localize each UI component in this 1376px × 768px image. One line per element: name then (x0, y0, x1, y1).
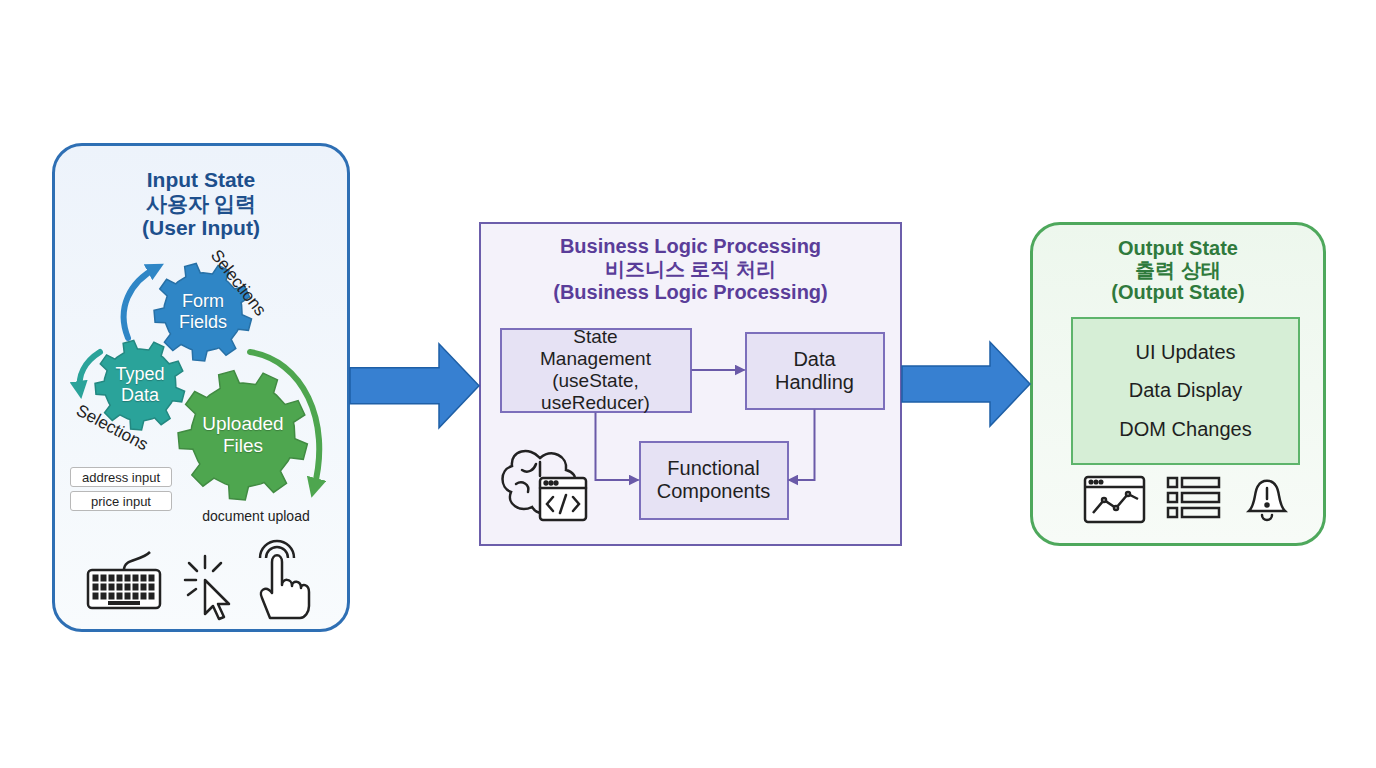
input-field: price input (70, 491, 172, 511)
process-box: Data Handling (745, 332, 885, 410)
output-list-box: UI UpdatesData DisplayDOM Changes (1071, 317, 1300, 465)
upload-label: document upload (202, 508, 309, 524)
panel-title: Business Logic Processing (481, 235, 900, 258)
output-panel: Output State출력 상태(Output State) UI Update… (1030, 222, 1326, 546)
panel-subtitle: 사용자 입력 (55, 192, 347, 216)
flow-arrow (350, 344, 479, 428)
input-field: address input (70, 467, 172, 487)
field-label: price input (91, 494, 151, 509)
process-box: State Management (useState, useReducer) (500, 328, 692, 413)
logic-panel: Business Logic Processing비즈니스 로직 처리(Busi… (479, 222, 902, 546)
panel-title-alt: (Business Logic Processing) (481, 281, 900, 304)
gear-outline (178, 371, 307, 500)
gear-label: Uploaded Files (195, 413, 291, 457)
output-item: DOM Changes (1119, 418, 1251, 441)
process-label: Data Handling (765, 348, 865, 394)
flow-arrow (902, 342, 1030, 426)
panel-title: Output State (1033, 237, 1323, 259)
output-item: Data Display (1129, 379, 1242, 402)
process-label: State Management (useState, useReducer) (531, 326, 661, 414)
gear-node: Uploaded Files (177, 369, 309, 501)
gear-label: Form Fields (163, 291, 243, 333)
gear-label: Typed Data (103, 364, 177, 406)
process-box: Functional Components (639, 441, 789, 520)
panel-title-alt: (Output State) (1033, 281, 1323, 303)
panel-subtitle: 비즈니스 로직 처리 (481, 258, 900, 281)
output-item: UI Updates (1135, 341, 1235, 364)
panel-title-alt: (User Input) (55, 216, 347, 240)
input-panel: Input State사용자 입력(User Input) Form Fields… (52, 143, 350, 632)
process-label: Functional Components (649, 457, 779, 503)
panel-title: Input State (55, 168, 347, 192)
field-label: address input (82, 470, 160, 485)
panel-subtitle: 출력 상태 (1033, 259, 1323, 281)
